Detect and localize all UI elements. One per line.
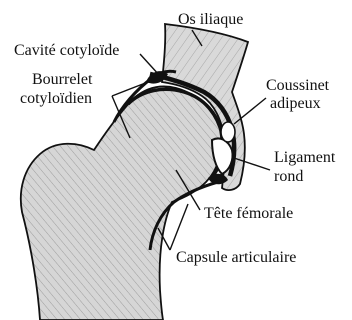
label-coussinet-1: Coussinet — [266, 77, 330, 94]
label-bourrelet-1: Bourrelet — [32, 71, 93, 88]
leader-capsule-2 — [170, 204, 188, 250]
label-coussinet-2: adipeux — [270, 95, 321, 112]
femur-bone — [21, 86, 221, 320]
label-tete-femorale: Tête fémorale — [204, 205, 293, 222]
label-ligament-1: Ligament — [274, 149, 336, 166]
leader-cavite — [140, 54, 160, 76]
label-os-iliaque: Os iliaque — [178, 11, 243, 28]
coussinet-adipeux — [221, 122, 235, 142]
label-ligament-2: rond — [274, 168, 303, 185]
label-bourrelet-2: cotyloïdien — [20, 90, 92, 107]
label-cavite-cotyloide: Cavité cotyloïde — [14, 42, 119, 59]
label-capsule-articulaire: Capsule articulaire — [176, 249, 296, 266]
